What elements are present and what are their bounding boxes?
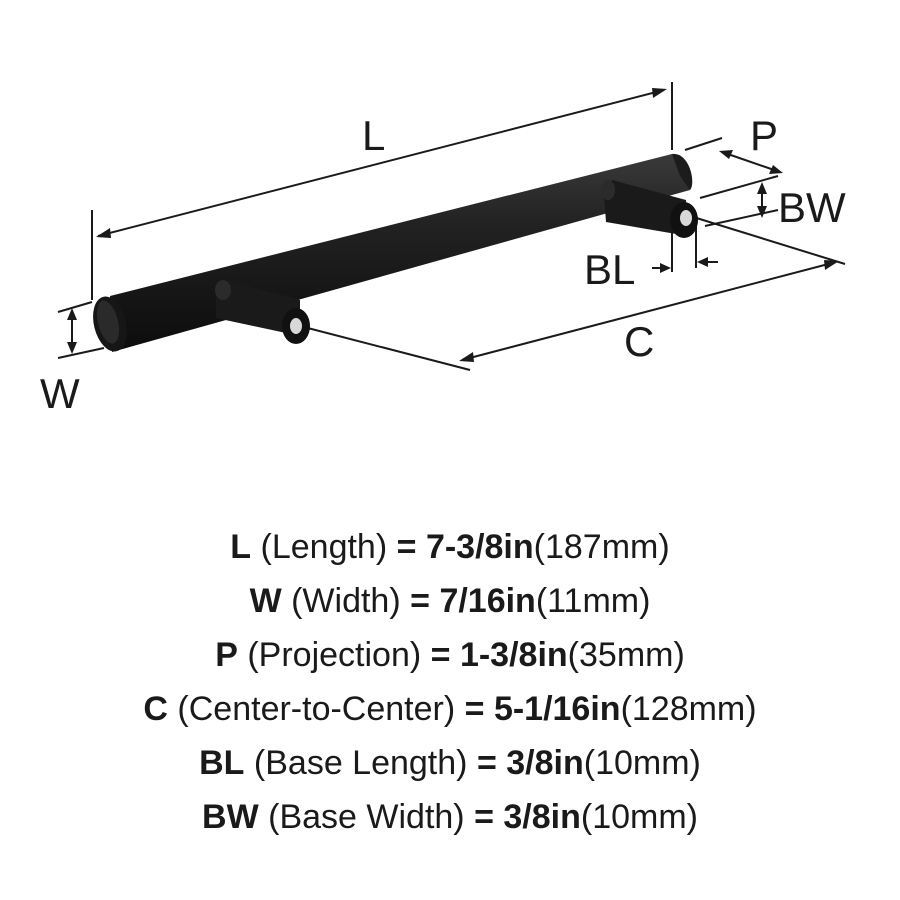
- dimension-line-l: [97, 89, 665, 237]
- extension-line-bw-top: [699, 175, 779, 199]
- arrowhead-c-right: [824, 260, 839, 270]
- label-c: C: [624, 318, 654, 365]
- spec-equals: =: [430, 636, 451, 674]
- spec-row-base-width: BW (Base Width) = 3/8in(10mm): [0, 790, 900, 844]
- spec-row-center-to-center: C (Center-to-Center) = 5-1/16in(128mm): [0, 682, 900, 736]
- spec-letter: W: [249, 582, 282, 620]
- spec-row-base-length: BL (Base Length) = 3/8in(10mm): [0, 736, 900, 790]
- spec-metric: (10mm): [580, 798, 698, 836]
- extension-line-p-top: [684, 137, 723, 151]
- spec-metric: (35mm): [567, 636, 685, 674]
- spec-description: (Base Width): [268, 798, 465, 836]
- spec-imperial: 5-1/16in: [493, 690, 621, 728]
- arrowhead-l-left: [96, 228, 111, 238]
- spec-metric: (128mm): [620, 690, 757, 728]
- extension-line-bw-bottom: [704, 209, 779, 227]
- arrowhead-w-bottom: [67, 342, 77, 354]
- label-bl: BL: [584, 246, 635, 293]
- spec-letter: P: [215, 636, 238, 674]
- spec-row-projection: P (Projection) = 1-3/8in(35mm): [0, 628, 900, 682]
- arrowhead-l-right: [652, 88, 667, 98]
- spec-equals: =: [476, 744, 497, 782]
- spec-row-width: W (Width) = 7/16in(11mm): [0, 574, 900, 628]
- spec-equals: =: [464, 690, 485, 728]
- spec-metric: (10mm): [583, 744, 701, 782]
- label-bw: BW: [778, 184, 846, 231]
- label-p: P: [750, 112, 778, 159]
- extension-line-c-right: [689, 215, 846, 265]
- spec-description: (Length): [260, 528, 388, 566]
- specification-list: L (Length) = 7-3/8in(187mm) W (Width) = …: [0, 520, 900, 844]
- arrowhead-p-right: [769, 165, 783, 174]
- spec-imperial: 1-3/8in: [459, 636, 568, 674]
- spec-equals: =: [396, 528, 417, 566]
- spec-row-length: L (Length) = 7-3/8in(187mm): [0, 520, 900, 574]
- arrowhead-bl-left: [660, 263, 671, 273]
- spec-metric: (11mm): [535, 582, 651, 620]
- label-w: W: [40, 370, 80, 417]
- spec-letter: BL: [199, 744, 245, 782]
- spec-metric: (187mm): [533, 528, 670, 566]
- spec-equals: =: [410, 582, 430, 620]
- spec-imperial: 3/8in: [503, 798, 581, 836]
- spec-letter: L: [230, 528, 252, 566]
- dimension-line-p: [721, 151, 781, 173]
- spec-description: (Base Length): [253, 744, 468, 782]
- spec-letter: BW: [202, 798, 259, 836]
- arrowhead-p-left: [719, 150, 733, 159]
- arrowhead-c-left: [459, 352, 474, 362]
- extension-line-w-bottom: [57, 347, 105, 359]
- arrowhead-bw-bottom: [757, 206, 767, 218]
- arrowhead-bl-right: [697, 257, 708, 267]
- extension-line-w-top: [57, 301, 93, 313]
- handle-post-left: [215, 280, 310, 344]
- spec-imperial: 7/16in: [439, 582, 536, 620]
- dimension-line-c: [461, 261, 837, 361]
- spec-description: (Width): [291, 582, 401, 620]
- spec-imperial: 3/8in: [506, 744, 584, 782]
- label-l: L: [362, 112, 385, 159]
- arrowhead-bw-top: [757, 182, 767, 194]
- spec-description: (Center-to-Center): [177, 690, 456, 728]
- spec-description: (Projection): [247, 636, 422, 674]
- handle-diagram: L P BW BL C W: [40, 82, 846, 417]
- spec-letter: C: [143, 690, 168, 728]
- arrowhead-w-top: [67, 308, 77, 320]
- extension-line-c-left: [299, 325, 471, 371]
- spec-imperial: 7-3/8in: [425, 528, 534, 566]
- handle-post-right: [601, 180, 698, 238]
- spec-equals: =: [474, 798, 494, 836]
